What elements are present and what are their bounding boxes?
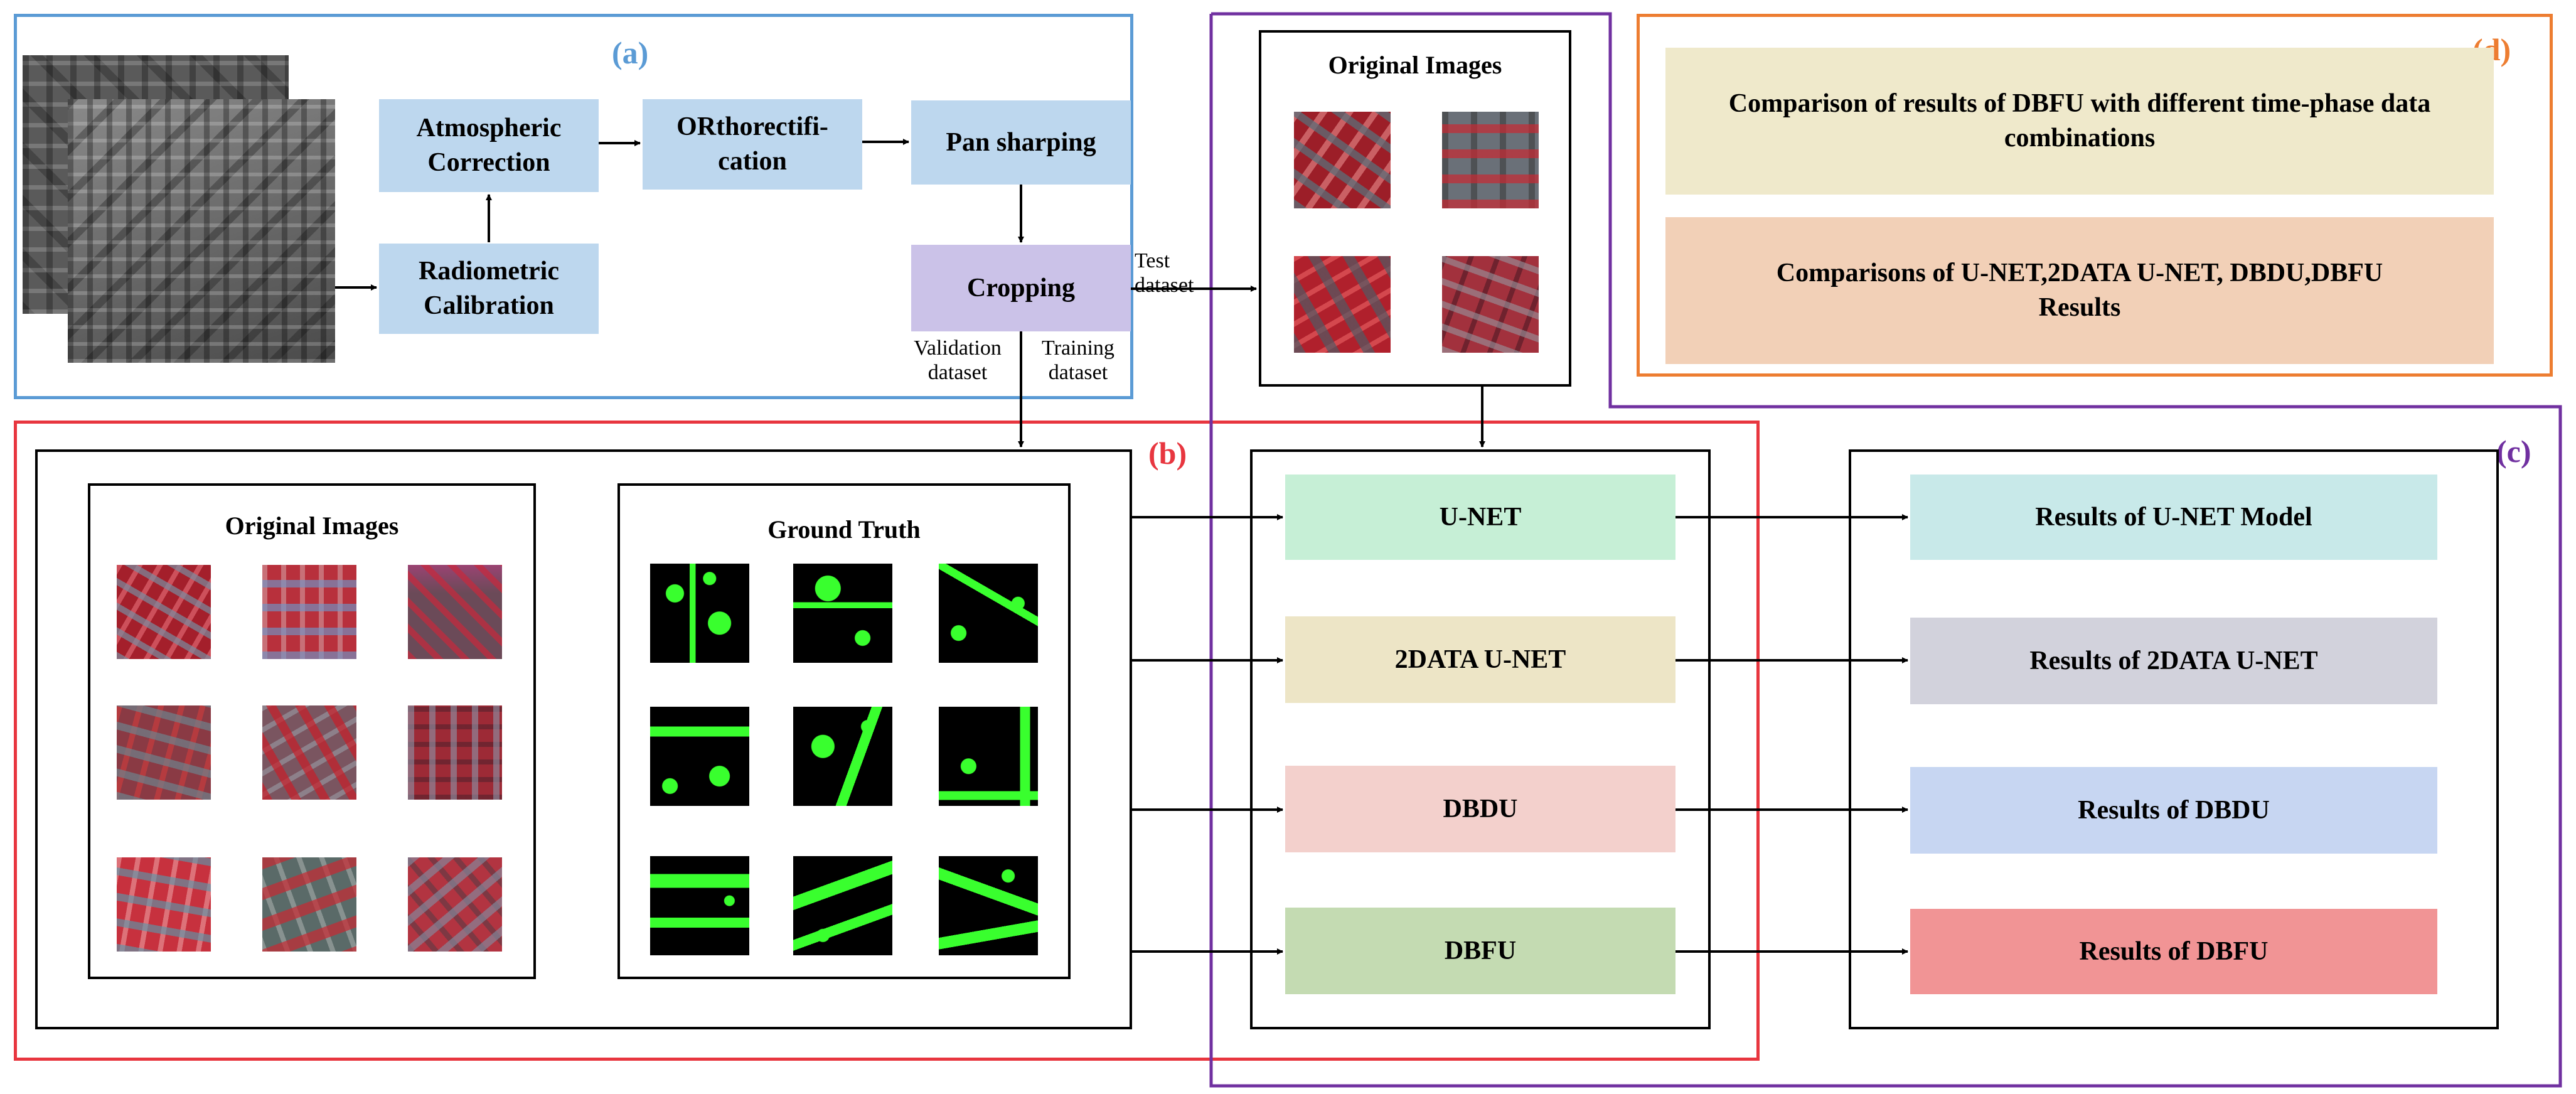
pan-sharping-step: Pan sharping xyxy=(911,100,1131,185)
region-d-frame xyxy=(1637,14,2553,377)
train-image-9 xyxy=(408,857,502,952)
train-image-8 xyxy=(262,857,356,952)
train-original-images-title: Original Images xyxy=(225,512,399,540)
test-image-1 xyxy=(1294,112,1391,208)
train-image-5 xyxy=(262,705,356,800)
ground-truth-mask-4 xyxy=(650,707,749,806)
region-b-label: (b) xyxy=(1148,436,1187,471)
dbfu-model-box: DBFU xyxy=(1285,908,1675,994)
ground-truth-mask-1 xyxy=(650,564,749,663)
cropping-step: Cropping xyxy=(911,245,1131,331)
orthorectification-step: ORthorectifi- cation xyxy=(643,99,862,190)
test-image-3 xyxy=(1294,256,1391,353)
unet-result-box: Results of U-NET Model xyxy=(1910,475,2437,560)
dbdu-model-box: DBDU xyxy=(1285,766,1675,852)
train-image-6 xyxy=(408,705,502,800)
ground-truth-mask-8 xyxy=(793,856,892,955)
model-comparison-box: Comparisons of U-NET,2DATA U-NET, DBDU,D… xyxy=(1665,217,2494,364)
ground-truth-mask-5 xyxy=(793,707,892,806)
train-image-1 xyxy=(117,565,211,659)
ground-truth-mask-6 xyxy=(939,707,1038,806)
validation-dataset-note: Validation dataset xyxy=(901,336,1014,385)
training-dataset-text: Training dataset xyxy=(1042,336,1114,385)
region-a-frame xyxy=(14,14,1133,399)
dbdu-result-box: Results of DBDU xyxy=(1910,767,2437,854)
train-image-7 xyxy=(117,857,211,952)
region-a-label: (a) xyxy=(612,35,649,70)
ground-truth-title: Ground Truth xyxy=(767,515,921,544)
data2-unet-result-box: Results of 2DATA U-NET xyxy=(1910,618,2437,704)
test-image-4 xyxy=(1442,256,1539,353)
test-image-2 xyxy=(1442,112,1539,208)
test-dataset-text: Test dataset xyxy=(1135,249,1194,298)
test-original-images-title: Original Images xyxy=(1328,51,1502,79)
radiometric-calibration-step: Radiometric Calibration xyxy=(379,244,599,334)
training-dataset-note: Training dataset xyxy=(1028,336,1128,385)
test-dataset-note: Test dataset xyxy=(1135,249,1210,298)
ground-truth-mask-7 xyxy=(650,856,749,955)
ground-truth-mask-9 xyxy=(939,856,1038,955)
ground-truth-mask-2 xyxy=(793,564,892,663)
ground-truth-mask-3 xyxy=(939,564,1038,663)
satellite-image-front xyxy=(68,99,335,363)
time-phase-comparison-box: Comparison of results of DBFU with diffe… xyxy=(1665,48,2494,195)
unet-model-box: U-NET xyxy=(1285,475,1675,560)
data2-unet-model-box: 2DATA U-NET xyxy=(1285,616,1675,703)
dbfu-result-box: Results of DBFU xyxy=(1910,909,2437,994)
train-image-4 xyxy=(117,705,211,800)
train-image-2 xyxy=(262,565,356,659)
test-original-images-panel: Original Images xyxy=(1259,30,1571,387)
validation-dataset-text: Validation dataset xyxy=(914,336,1002,385)
atmospheric-correction-step: Atmospheric Correction xyxy=(379,99,599,192)
train-image-3 xyxy=(408,565,502,659)
region-c-label: (c) xyxy=(2496,434,2531,469)
